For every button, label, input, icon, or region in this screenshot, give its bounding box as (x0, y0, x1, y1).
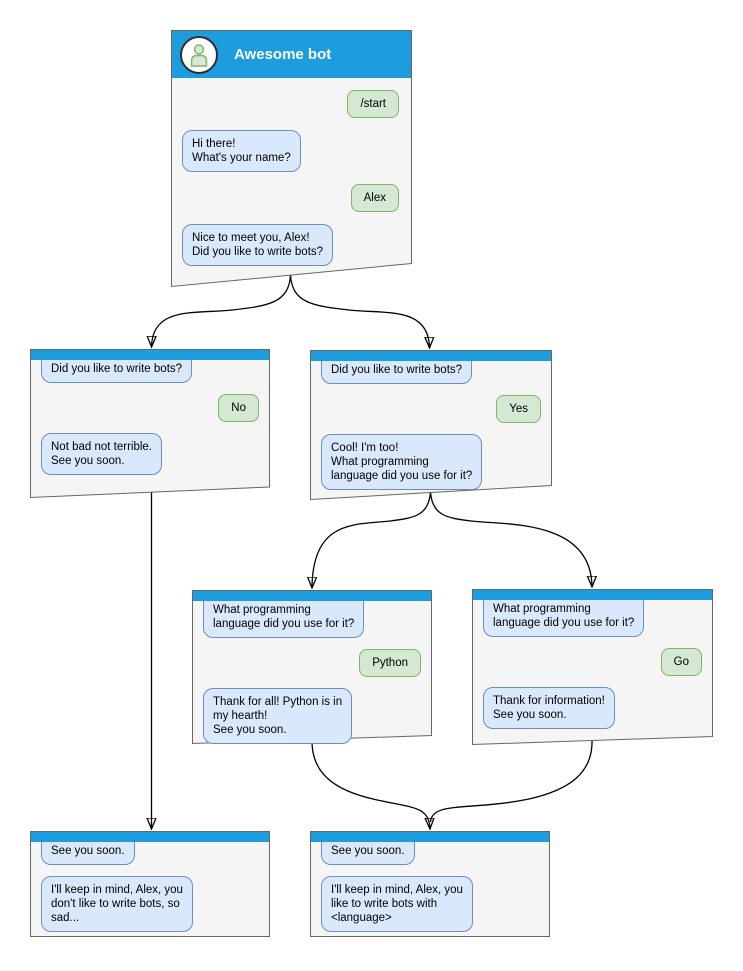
chat-window-root[interactable]: /start Hi there! What's your name? Alex … (171, 30, 412, 288)
chat-header (193, 591, 431, 601)
chat-header (31, 832, 269, 842)
bot-message-bubble[interactable]: Cool! I'm too! What programming language… (321, 434, 483, 490)
chat-header: Awesome bot (172, 31, 411, 78)
connector-python-to-end[interactable] (311, 738, 430, 829)
user-message-bubble[interactable]: /start (347, 90, 399, 118)
bot-message-bubble[interactable]: Thank for all! Python is in my hearth! S… (203, 688, 353, 744)
bot-message-bubble[interactable]: I'll keep in mind, Alex, you like to wri… (321, 876, 473, 932)
chat-window-go-branch[interactable]: What programming language did you use fo… (472, 589, 713, 746)
chat-body: Did you like to write bots? Yes Cool! I'… (311, 356, 551, 490)
chat-window-end-yes[interactable]: See you soon. I'll keep in mind, Alex, y… (310, 831, 550, 937)
user-message-bubble[interactable]: Alex (350, 184, 399, 212)
chat-header (473, 590, 712, 600)
connector-start-to-yes[interactable] (289, 274, 430, 348)
bot-message-bubble[interactable]: I'll keep in mind, Alex, you don't like … (41, 876, 193, 932)
bot-message-bubble[interactable]: Nice to meet you, Alex! Did you like to … (182, 224, 334, 266)
chat-header (31, 350, 269, 360)
chat-body: See you soon. I'll keep in mind, Alex, y… (311, 837, 549, 932)
chat-window-no-branch[interactable]: Did you like to write bots? No Not bad n… (30, 349, 270, 499)
chat-body: /start Hi there! What's your name? Alex … (172, 78, 411, 266)
bot-title: Awesome bot (234, 46, 332, 63)
bot-message-bubble[interactable]: What programming language did you use fo… (203, 596, 365, 638)
chat-body: Did you like to write bots? No Not bad n… (31, 355, 269, 475)
user-message-bubble[interactable]: Yes (496, 395, 541, 423)
chat-window-python-branch[interactable]: What programming language did you use fo… (192, 590, 432, 745)
chat-header (311, 832, 549, 842)
bot-message-bubble[interactable]: Hi there! What's your name? (182, 130, 301, 172)
user-message-bubble[interactable]: Go (660, 648, 702, 676)
avatar (180, 35, 218, 74)
chat-body: What programming language did you use fo… (473, 595, 712, 729)
bot-message-bubble[interactable]: What programming language did you use fo… (483, 595, 645, 637)
connector-yes-to-python[interactable] (312, 491, 432, 588)
user-message-bubble[interactable]: No (218, 394, 259, 422)
connector-start-to-no[interactable] (152, 274, 292, 347)
bot-message-bubble[interactable]: Thank for information! See you soon. (483, 687, 615, 729)
chat-body: See you soon. I'll keep in mind, Alex, y… (31, 837, 269, 932)
user-message-bubble[interactable]: Python (359, 649, 421, 677)
person-icon (190, 43, 208, 67)
chat-window-yes-branch[interactable]: Did you like to write bots? Yes Cool! I'… (310, 350, 552, 501)
connector-yes-to-go[interactable] (429, 491, 593, 587)
chat-body: What programming language did you use fo… (193, 596, 431, 744)
chat-window-end-no[interactable]: See you soon. I'll keep in mind, Alex, y… (30, 831, 270, 937)
chat-header (311, 351, 551, 361)
bot-message-bubble[interactable]: Not bad not terrible. See you soon. (41, 433, 163, 475)
connector-go-to-end[interactable] (429, 739, 593, 823)
